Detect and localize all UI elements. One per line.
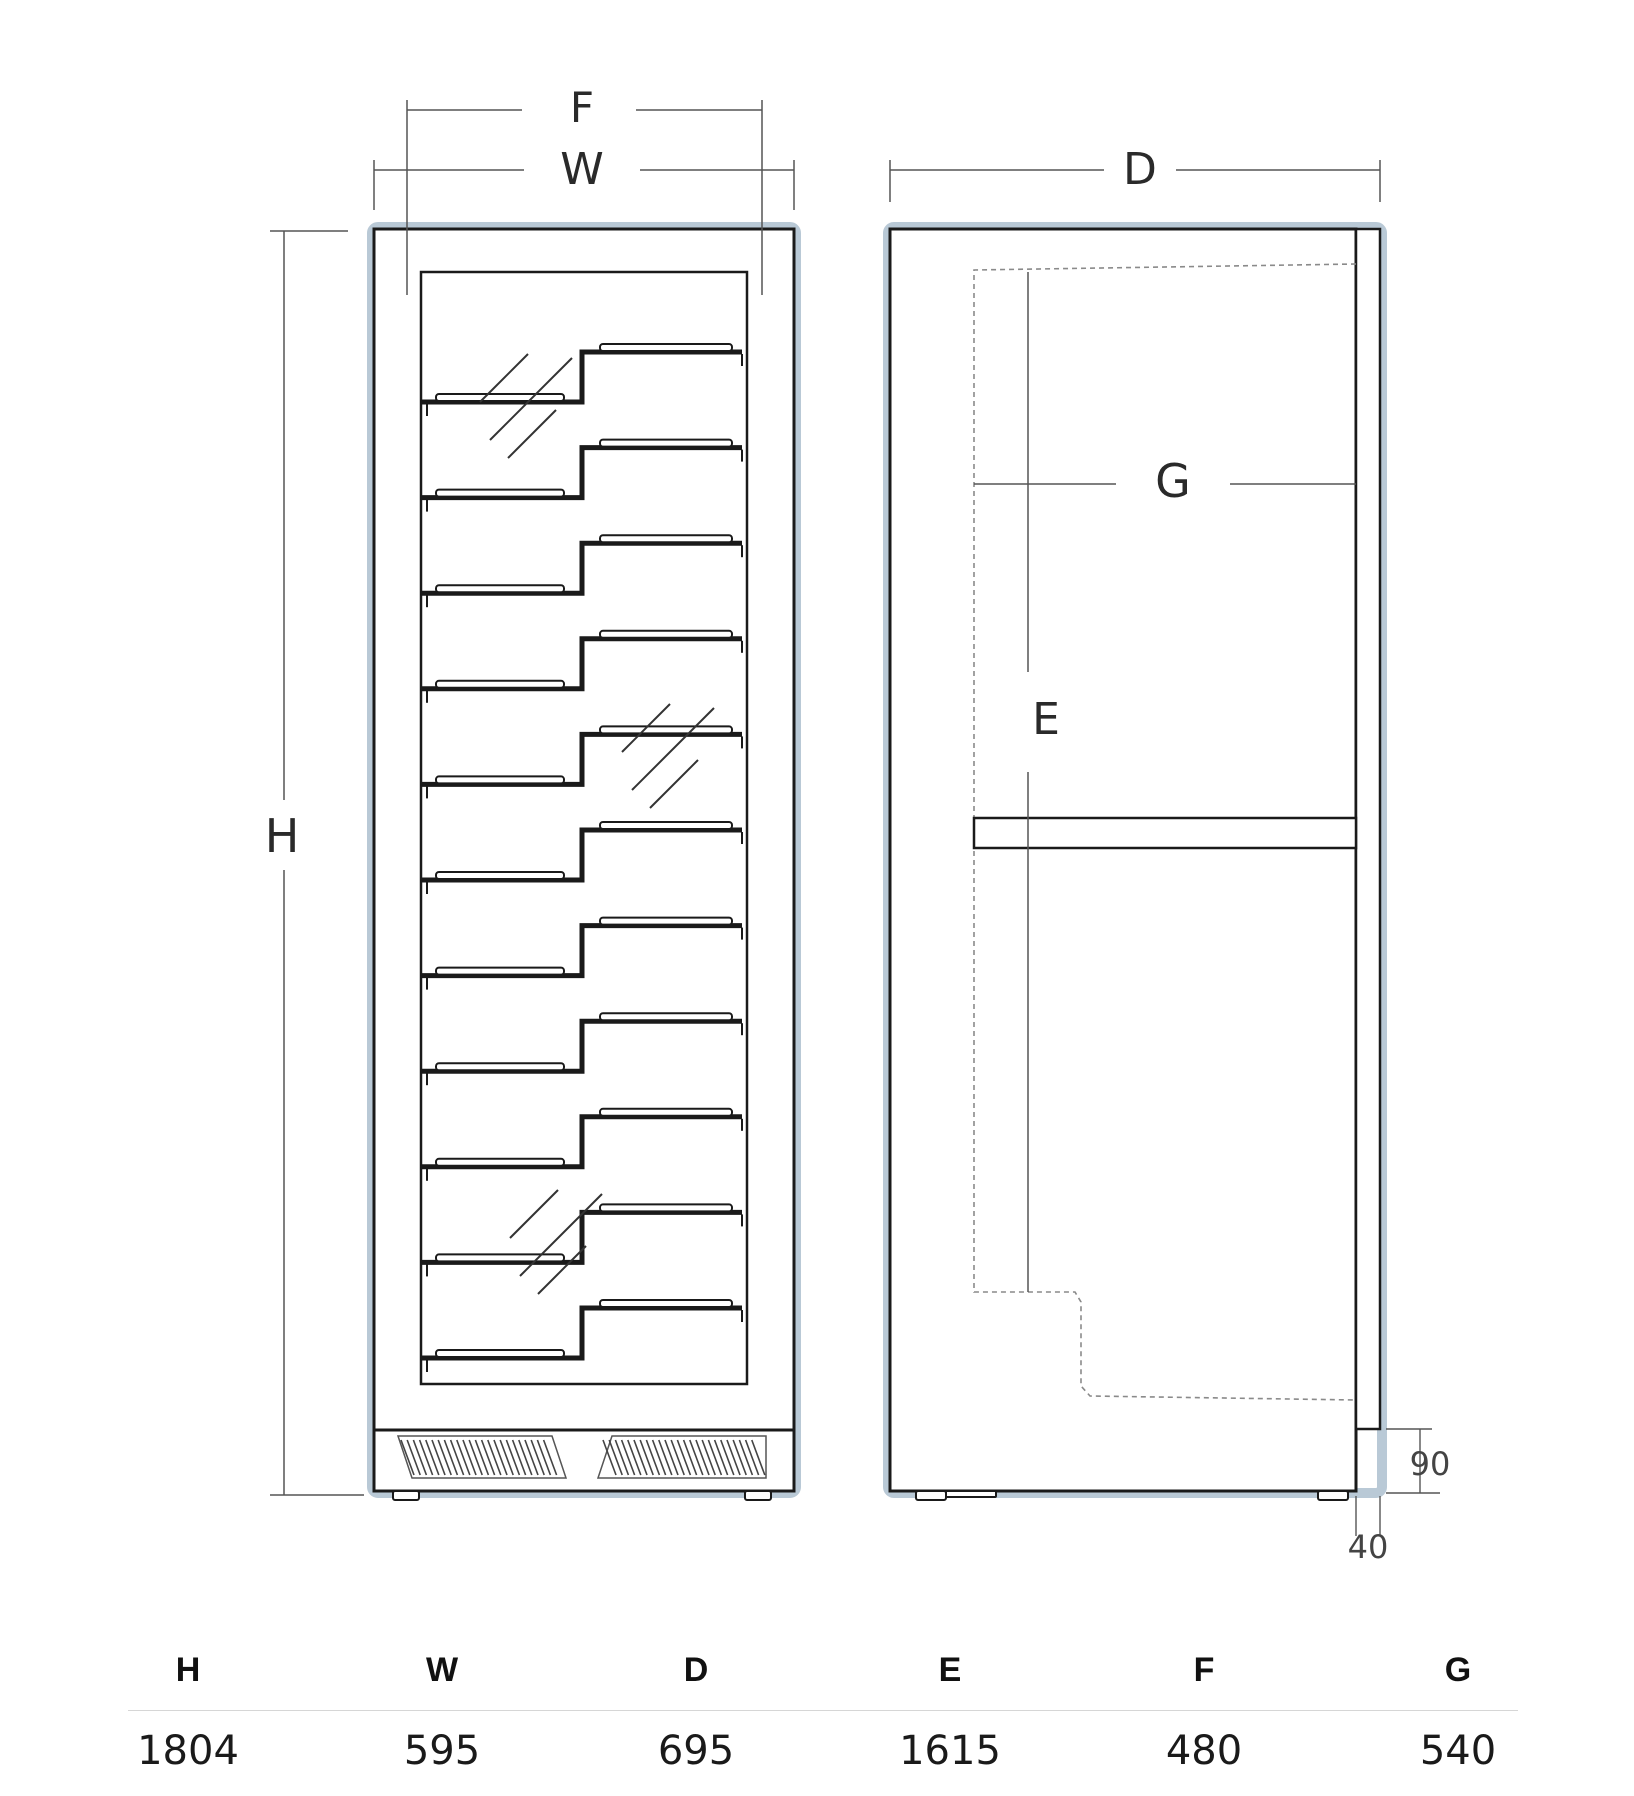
side-shelf	[972, 816, 1358, 850]
table-value-cell: 1804	[137, 1728, 239, 1774]
ventilation-grille	[396, 1435, 767, 1479]
wine-shelf	[421, 725, 743, 799]
wine-shelf	[421, 1203, 743, 1277]
front-view: F W H	[265, 83, 801, 1501]
table-value-cell: 480	[1165, 1728, 1243, 1774]
table-header-cell: D	[683, 1651, 709, 1689]
table-value-row: 1804 595 695 1615 480 540	[128, 1711, 1518, 1791]
table-header-cell: H	[175, 1651, 201, 1689]
table-header-cell: F	[1193, 1651, 1215, 1689]
wine-shelf	[421, 916, 743, 990]
table-value-cell: 540	[1419, 1728, 1497, 1774]
front-feet	[392, 1490, 772, 1501]
wine-shelf	[421, 1107, 743, 1181]
wine-shelf	[421, 1299, 743, 1372]
table-divider	[128, 1710, 1518, 1711]
table-header-cell: G	[1444, 1651, 1472, 1689]
table-header-cell: E	[938, 1651, 962, 1689]
wine-shelf	[421, 534, 743, 608]
glass-reflection-marks	[479, 353, 715, 1295]
label-e: E	[1032, 694, 1060, 745]
dimension-table: H W D E F G 1804 595 695 1615 480 540	[128, 1630, 1518, 1791]
label-f: F	[570, 83, 594, 132]
wine-shelf	[421, 1012, 743, 1086]
label-offset-40: 40	[1348, 1528, 1389, 1566]
dimension-h	[270, 230, 364, 1496]
wine-shelves	[421, 343, 743, 1372]
dimension-f	[406, 100, 763, 295]
dimension-offsets	[1355, 1428, 1440, 1536]
wine-shelf	[421, 821, 743, 894]
side-feet	[915, 1490, 1349, 1501]
label-d: D	[1123, 144, 1157, 195]
wine-shelf	[421, 629, 743, 703]
label-offset-90: 90	[1410, 1445, 1451, 1483]
label-h: H	[265, 809, 300, 863]
label-w: W	[560, 144, 604, 195]
side-view: D G E 90 40	[883, 144, 1451, 1566]
table-value-cell: 695	[657, 1728, 735, 1774]
dimension-d	[889, 160, 1381, 202]
table-header-row: H W D E F G	[128, 1630, 1518, 1710]
interior-outline	[973, 263, 1357, 1401]
label-g: G	[1155, 454, 1191, 508]
side-door	[1354, 227, 1382, 1431]
wine-cooler-dimension-drawing: F W H	[265, 83, 1451, 1566]
table-value-cell: 595	[403, 1728, 481, 1774]
dimension-w	[373, 160, 795, 210]
side-cabinet	[888, 227, 1358, 1493]
table-value-cell: 1615	[899, 1728, 1001, 1774]
table-header-cell: W	[425, 1651, 459, 1689]
wine-shelf	[421, 438, 743, 512]
